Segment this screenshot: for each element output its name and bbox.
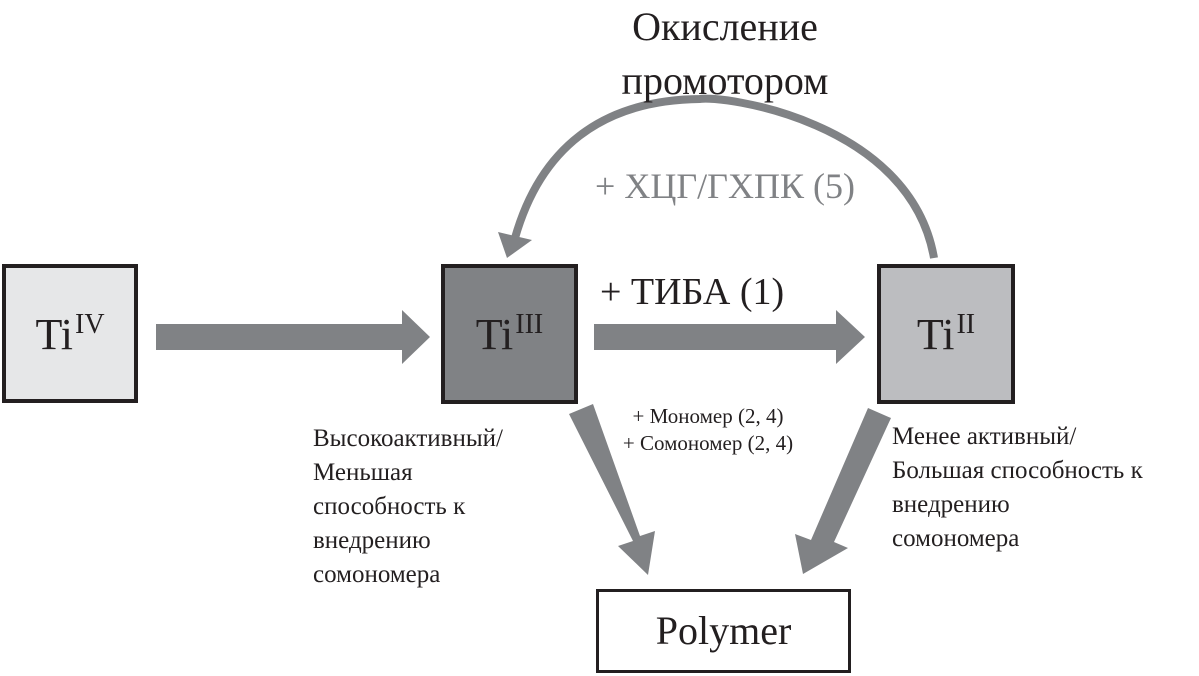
node-polymer: Polymer <box>596 589 851 673</box>
ti3-description-line: Меньшая <box>313 459 413 486</box>
node-ti2-label: TiII <box>916 309 976 359</box>
node-ti4-label: TiIV <box>35 308 105 359</box>
ti3-description-line: способность к <box>313 493 466 520</box>
arrow-ti2-to-ti3-curved <box>511 94 938 259</box>
oxidation-title-line2: промотором <box>621 58 829 103</box>
oxidation-title: Окисление промотором <box>560 0 890 108</box>
reduction-reagent-label: + ТИБА (1) <box>600 271 785 313</box>
ti2-description-line: внедрению <box>892 491 1010 518</box>
ti2-description-line: Большая способность к <box>892 457 1143 484</box>
ti2-description-line: Менее активный/ <box>892 423 1077 450</box>
arrow-ti3-to-polymer <box>569 404 655 575</box>
ti3-description-line: внедрению <box>313 527 431 554</box>
node-ti3: TiIII <box>441 264 578 404</box>
ti2-description-line: сомономера <box>892 525 1020 552</box>
oxidation-reagent-label: + ХЦГ/ГХПК (5) <box>595 166 855 206</box>
ti3-description-line: Высокоактивный/ <box>313 425 503 452</box>
node-polymer-label: Polymer <box>655 608 792 653</box>
arrow-ti4-to-ti3 <box>156 310 430 364</box>
ti3-description-line: сомономера <box>313 561 441 588</box>
monomer-label: + Мономер (2, 4) <box>632 404 784 428</box>
node-ti3-label: TiIII <box>475 309 544 359</box>
oxidation-title-line1: Окисление <box>632 4 818 49</box>
node-ti4: TiIV <box>2 264 138 403</box>
comonomer-label: + Сомономер (2, 4) <box>622 431 794 455</box>
arrow-ti2-to-polymer <box>795 408 891 574</box>
arrow-ti2-to-ti3-curved-head <box>498 232 532 258</box>
polymerization-reagents: + Мономер (2, 4) + Сомономер (2, 4) <box>608 403 808 457</box>
node-ti2: TiII <box>877 264 1015 404</box>
arrow-ti3-to-ti2 <box>594 310 865 364</box>
ti2-description: Менее активный/ Большая способность к вн… <box>892 420 1199 556</box>
ti3-description: Высокоактивный/ Меньшая способность к вн… <box>313 422 583 592</box>
